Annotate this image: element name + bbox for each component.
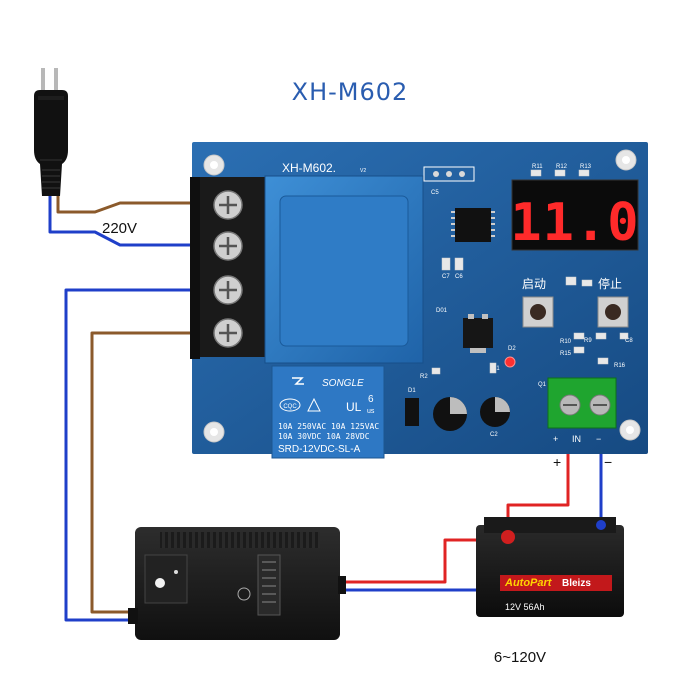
ref-r10: R10 <box>560 339 572 345</box>
battery-terminal <box>547 377 617 429</box>
electrolytic-capacitors <box>433 397 510 431</box>
relay-cqc: CQC <box>283 404 297 410</box>
component-refs: R11 R12 R13 C5 C7 C6 D01 D2 R2 C1 C2 D1 … <box>408 164 633 438</box>
car-battery: AutoPart Bleizs 12V 56Ah <box>476 517 624 617</box>
mounting-holes <box>203 149 641 443</box>
screw-terminals <box>213 190 243 348</box>
ref-r12: R12 <box>556 164 568 170</box>
ref-r13: R13 <box>580 164 592 170</box>
ref-r16: R16 <box>614 363 626 369</box>
mains-voltage-label: 220V <box>102 220 137 237</box>
voltage-display: 11.0 <box>510 179 639 253</box>
power-plug <box>34 68 68 196</box>
wire-adapter-blue <box>64 288 217 622</box>
ref-r15: R15 <box>560 351 572 357</box>
display-value: 11.0 <box>510 193 639 253</box>
polarity-minus: − <box>604 454 612 470</box>
diode <box>405 398 419 426</box>
silk-model: XH-M602. <box>282 161 336 175</box>
relay-brand: SONGLE <box>322 378 364 389</box>
smd-parts <box>431 169 629 375</box>
program-header <box>423 166 475 182</box>
status-led <box>504 356 516 368</box>
ref-r11: R11 <box>532 164 543 170</box>
terminal-plus: + <box>553 434 558 444</box>
relay-num: 6 <box>368 394 374 405</box>
wire-adapter-brown <box>90 331 217 614</box>
ref-c2: C2 <box>490 432 498 438</box>
ref-d2: D2 <box>508 346 516 352</box>
regulator <box>463 314 493 353</box>
mcu-chip <box>451 208 495 242</box>
relay-model: SRD-12VDC-SL-A <box>278 444 361 455</box>
silk-version: V2 <box>360 168 366 174</box>
battery-brand: AutoPart <box>504 577 553 589</box>
ref-c5: C5 <box>431 190 439 196</box>
ref-c6: C6 <box>455 274 463 280</box>
cqc-mark <box>279 398 301 412</box>
wire-charge-red <box>333 538 507 584</box>
battery-range-label: 6~120V <box>494 649 546 666</box>
stop-button[interactable] <box>597 296 629 328</box>
relay: SONGLE CQC UL 6 us 10A 250VAC 10A 125VAC… <box>271 365 385 459</box>
wire-mains-brown <box>56 194 217 214</box>
ref-c7: C7 <box>442 274 450 280</box>
relay-sub: us <box>367 408 375 415</box>
ref-d1: D1 <box>408 388 416 394</box>
battery-brand-2: Bleizs <box>562 578 591 589</box>
terminal-minus: − <box>596 434 601 444</box>
ref-c8: C8 <box>625 338 633 344</box>
relay-line-1: 10A 250VAC 10A 125VAC <box>278 422 379 431</box>
start-button[interactable] <box>522 296 554 328</box>
battery-spec: 12V 56Ah <box>505 602 545 612</box>
mains-terminal-block <box>190 177 265 359</box>
ref-r9: R9 <box>584 338 592 344</box>
relay-ul: UL <box>346 400 362 414</box>
relay-line-2: 10A 30VDC 10A 28VDC <box>278 432 370 441</box>
terminal-in: IN <box>572 434 581 444</box>
control-board: XH-M602. V2 SONGLE CQC UL <box>190 142 648 459</box>
stop-label: 停止 <box>598 276 622 291</box>
wire-mains-blue <box>48 194 217 247</box>
ref-r2: R2 <box>420 374 428 380</box>
page-title: XH-M602 <box>292 78 409 106</box>
transformer <box>264 175 424 364</box>
ref-d01: D01 <box>436 308 448 314</box>
ref-q1: Q1 <box>538 382 547 388</box>
polarity-plus: + <box>553 454 561 470</box>
start-label: 启动 <box>522 277 546 291</box>
power-adapter <box>128 527 346 640</box>
